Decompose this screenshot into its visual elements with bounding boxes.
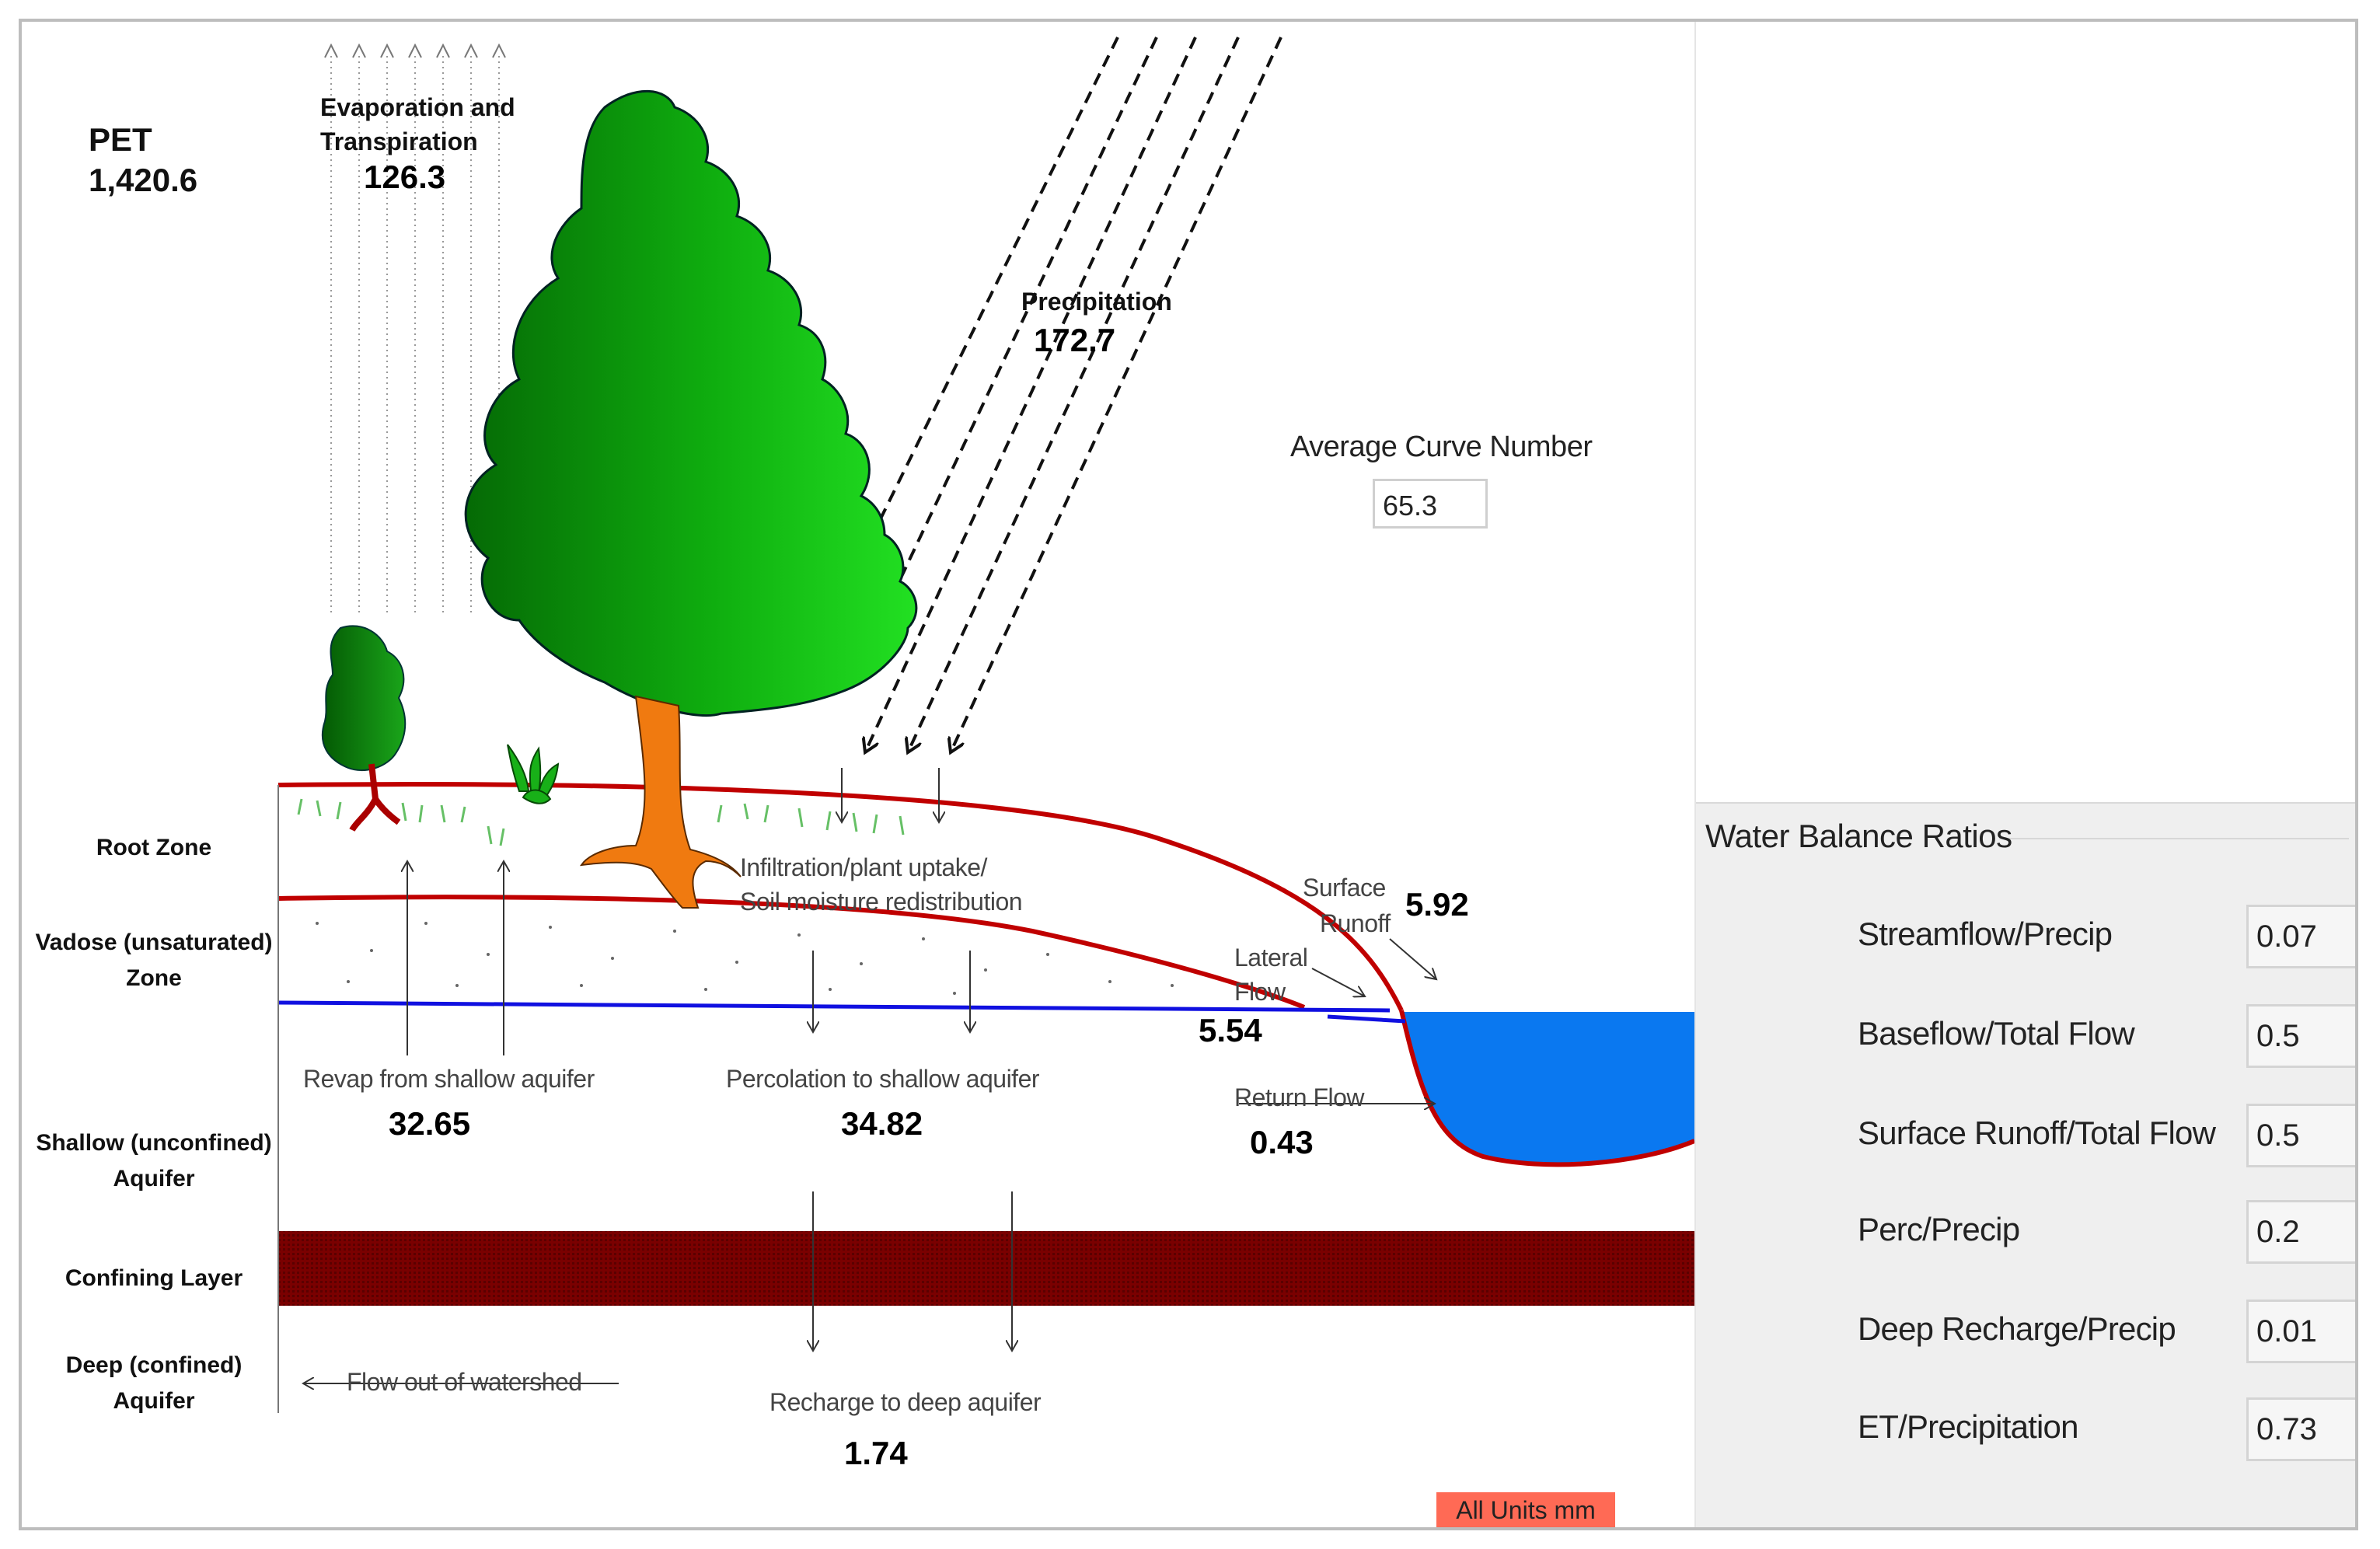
ratio-row: Streamflow/Precip 0.07 <box>1696 898 2355 973</box>
lateral-flow-pointer <box>1311 968 1365 996</box>
et-label-line1: Evaporation and <box>320 93 515 121</box>
group-divider <box>1999 838 2349 839</box>
confining-layer <box>278 1231 1694 1306</box>
recharge-arrows <box>813 1191 1012 1351</box>
revap-arrows <box>407 861 504 1055</box>
units-badge: All Units mm <box>1436 1492 1615 1527</box>
ratio-label: Deep Recharge/Precip <box>1858 1310 2176 1347</box>
zone-confining: Confining Layer <box>65 1265 243 1291</box>
grass-blades <box>297 798 905 846</box>
ratio-row: ET/Precipitation 0.73 <box>1696 1391 2355 1466</box>
curve-number-field[interactable]: 65.3 <box>1373 479 1488 529</box>
infiltration-line1: Infiltration/plant uptake/ <box>740 853 987 881</box>
ratio-label: Streamflow/Precip <box>1858 916 2113 952</box>
surface-runoff-pointer <box>1389 938 1436 979</box>
return-flow-label: Return Flow <box>1234 1083 1365 1111</box>
stream-bank <box>1399 1010 1694 1167</box>
grass-tuft <box>507 744 560 804</box>
ratio-row: Baseflow/Total Flow 0.5 <box>1696 998 2355 1073</box>
zone-vadose-line1: Vadose (unsaturated) <box>35 930 273 955</box>
vadose-dots <box>316 922 1174 995</box>
lateral-flow-value: 5.54 <box>1199 1012 1262 1048</box>
zone-deep-line1: Deep (confined) <box>65 1352 243 1378</box>
big-tree-graphic <box>464 89 918 909</box>
ratio-row: Surface Runoff/Total Flow 0.5 <box>1696 1097 2355 1172</box>
ratio-label: Surface Runoff/Total Flow <box>1858 1115 2216 1151</box>
ratio-value-field[interactable]: 0.07 <box>2246 905 2355 968</box>
ratio-value-field[interactable]: 0.01 <box>2246 1300 2355 1363</box>
zone-vadose-line2: Zone <box>126 965 182 991</box>
pet-label: PET <box>89 121 152 158</box>
zone-shallow-line2: Aquifer <box>113 1166 195 1191</box>
ratio-value-field[interactable]: 0.2 <box>2246 1200 2355 1264</box>
et-value: 126.3 <box>364 159 446 195</box>
precipitation-arrows <box>861 37 1282 752</box>
revap-label: Revap from shallow aquifer <box>303 1065 595 1093</box>
ratios-panel: Water Balance Ratios Streamflow/Precip 0… <box>1694 22 2355 1527</box>
surface-runoff-line1: Surface <box>1303 874 1386 902</box>
water-balance-diagram: PET 1,420.6 Evaporation and Transpiratio… <box>22 22 1694 1527</box>
recharge-label: Recharge to deep aquifer <box>769 1388 1042 1416</box>
precipitation-label: Precipitation <box>1021 288 1172 316</box>
et-label-line2: Transpiration <box>320 127 478 155</box>
surface-runoff-line2: Runoff <box>1320 909 1391 937</box>
window-frame: PET 1,420.6 Evaporation and Transpiratio… <box>19 19 2358 1530</box>
lateral-flow-line1: Lateral <box>1234 944 1308 972</box>
infiltration-arrows <box>842 768 939 822</box>
et-arrow-heads <box>324 43 506 58</box>
recharge-value: 1.74 <box>844 1435 908 1471</box>
percolation-value: 34.82 <box>841 1105 923 1142</box>
precipitation-value: 172.7 <box>1034 322 1116 358</box>
zone-root: Root Zone <box>96 835 212 860</box>
ratio-value-field[interactable]: 0.5 <box>2246 1004 2355 1068</box>
zone-deep-line2: Aquifer <box>113 1388 195 1414</box>
ratio-row: Deep Recharge/Precip 0.01 <box>1696 1293 2355 1368</box>
ratio-label: ET/Precipitation <box>1858 1408 2078 1445</box>
ratio-label: Perc/Precip <box>1858 1211 2020 1247</box>
water-balance-title: Water Balance Ratios <box>1705 818 2012 854</box>
infiltration-line2: Soil moisture redistribution <box>740 888 1023 916</box>
small-tree-graphic <box>321 625 407 832</box>
revap-value: 32.65 <box>389 1105 471 1142</box>
diagram-graphics <box>277 37 1694 1413</box>
percolation-arrows <box>813 951 970 1032</box>
water-balance-group: Water Balance Ratios Streamflow/Precip 0… <box>1696 802 2355 1527</box>
zone-shallow-line1: Shallow (unconfined) <box>36 1130 272 1156</box>
water-table-line <box>277 1000 1391 1013</box>
ratio-row: Perc/Precip 0.2 <box>1696 1194 2355 1268</box>
lateral-flow-line2: Flow <box>1234 978 1286 1006</box>
surface-runoff-value: 5.92 <box>1405 886 1469 923</box>
flow-out-label: Flow out of watershed <box>347 1368 582 1396</box>
pet-value: 1,420.6 <box>89 162 198 198</box>
ratio-value-field[interactable]: 0.73 <box>2246 1397 2355 1461</box>
stream-water <box>1401 1012 1694 1165</box>
ratio-value-field[interactable]: 0.5 <box>2246 1104 2355 1167</box>
curve-number-label: Average Curve Number <box>1290 431 1593 463</box>
ratio-label: Baseflow/Total Flow <box>1858 1015 2135 1052</box>
return-flow-value: 0.43 <box>1250 1124 1314 1160</box>
percolation-label: Percolation to shallow aquifer <box>726 1065 1040 1093</box>
